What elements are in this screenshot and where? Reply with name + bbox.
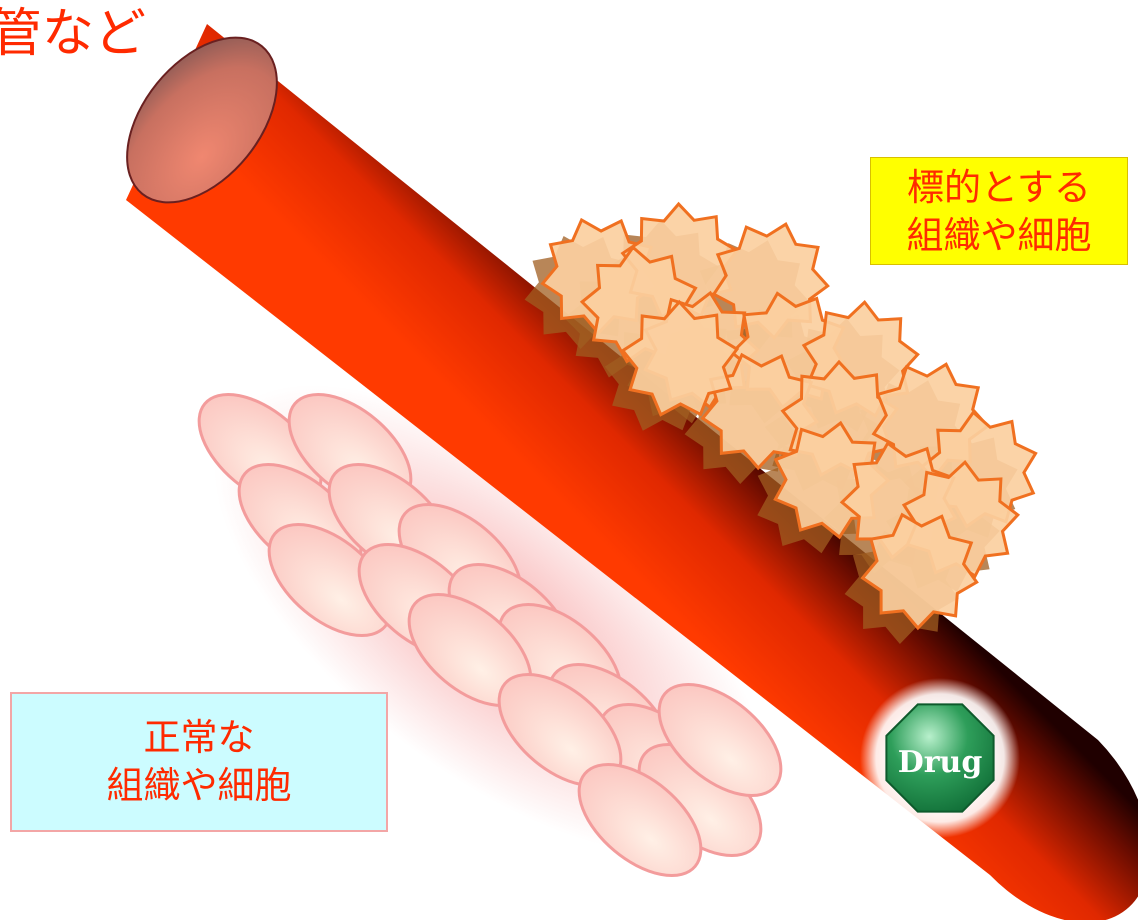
- drug-particle: [860, 678, 1020, 838]
- normal-label-line-1: 正常な: [143, 716, 255, 759]
- normal-cell: [267, 522, 393, 638]
- normal-tissue-label: 正常な 組織や細胞: [10, 692, 388, 832]
- drug-label: Drug: [897, 745, 983, 780]
- target-tissue-cells: [524, 201, 1038, 644]
- target-cell: [620, 299, 740, 417]
- target-label-line-2: 組織や細胞: [906, 214, 1092, 257]
- target-cell: [700, 352, 819, 471]
- normal-tissue-cells: [197, 384, 783, 878]
- vessel-title: 管など: [0, 4, 147, 64]
- target-tissue-label: 標的とする 組織や細胞: [870, 157, 1128, 265]
- blood-vessel: [126, 24, 1138, 923]
- target-cell: [860, 512, 979, 631]
- normal-cell: [577, 762, 703, 878]
- target-label-line-1: 標的とする: [907, 166, 1091, 209]
- normal-cell: [657, 682, 783, 798]
- normal-label-line-2: 組織や細胞: [106, 764, 292, 807]
